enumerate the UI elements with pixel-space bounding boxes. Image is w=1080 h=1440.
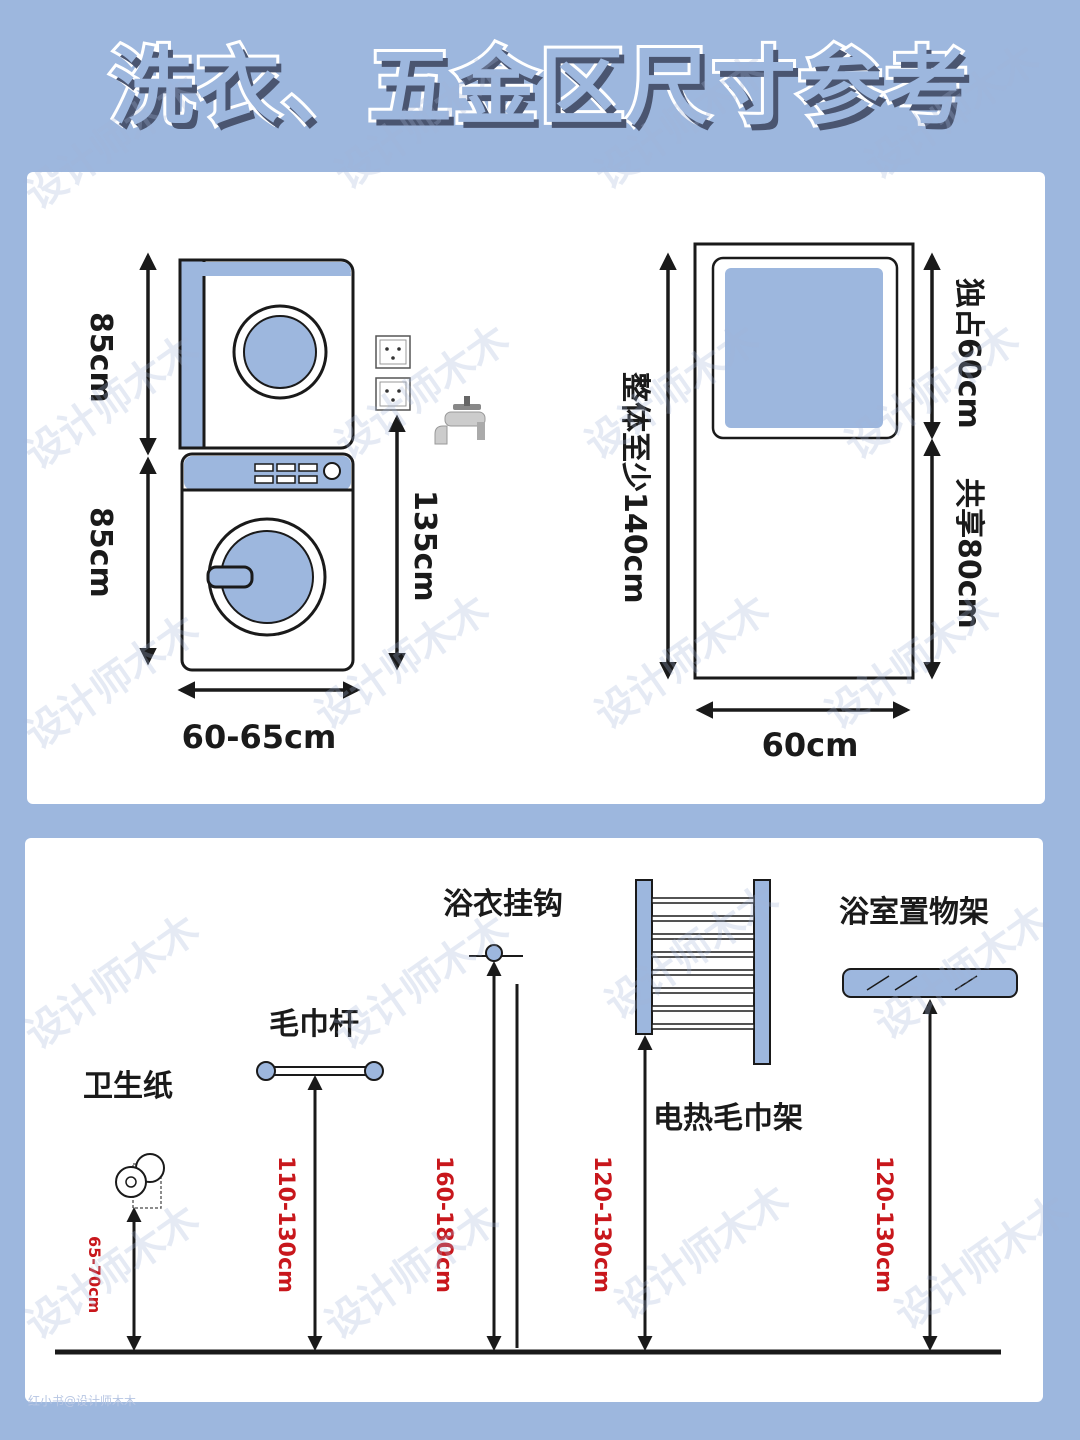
toilet-paper-height: 65-70cm bbox=[85, 1236, 104, 1313]
credit-text: 红小书@设计师木木 bbox=[28, 1394, 137, 1408]
robe-hook-label: 浴衣挂钩 bbox=[443, 887, 563, 922]
hardware-panel: 卫生纸 毛巾杆 浴衣挂钩 电热毛巾架 浴室置物架 65-70cm 110-130… bbox=[25, 838, 1043, 1402]
robe-hook-height: 160-180cm bbox=[431, 1156, 456, 1293]
page-title: 洗衣、五金区尺寸参考 bbox=[107, 35, 971, 139]
robe-hook-icon bbox=[469, 944, 523, 962]
cabinet-shared-label: 共享80cm bbox=[951, 478, 986, 629]
dryer-icon bbox=[178, 258, 355, 450]
toilet-paper-icon bbox=[115, 1153, 165, 1209]
dimension-lines bbox=[139, 252, 941, 719]
lower-height-label: 85cm bbox=[83, 507, 118, 598]
laundry-diagram: 85cm 85cm 135cm 整体至少140cm 独占60cm 共享80cm … bbox=[83, 242, 986, 764]
cabinet-total-label: 整体至少140cm bbox=[617, 372, 652, 604]
laundry-panel: 85cm 85cm 135cm 整体至少140cm 独占60cm 共享80cm … bbox=[27, 172, 1045, 804]
washing-machine-icon bbox=[180, 452, 355, 672]
faucet-icon bbox=[434, 396, 486, 445]
cabinet-exclusive-label: 独占60cm bbox=[951, 278, 986, 429]
hardware-diagram: 卫生纸 毛巾杆 浴衣挂钩 电热毛巾架 浴室置物架 65-70cm 110-130… bbox=[55, 879, 1018, 1355]
bathroom-shelf-icon bbox=[842, 968, 1018, 998]
heated-rack-height: 120-130cm bbox=[589, 1156, 614, 1293]
power-outlet-icon bbox=[375, 335, 411, 411]
outlet-height-label: 135cm bbox=[407, 490, 442, 602]
towel-bar-label: 毛巾杆 bbox=[269, 1007, 359, 1042]
towel-bar-height: 110-130cm bbox=[273, 1156, 298, 1293]
toilet-paper-label: 卫生纸 bbox=[83, 1069, 173, 1104]
shelf-label: 浴室置物架 bbox=[839, 895, 989, 930]
laundry-width-label: 60-65cm bbox=[182, 718, 337, 756]
towel-bar-icon bbox=[256, 1061, 384, 1081]
heated-towel-rack-icon bbox=[635, 879, 771, 1065]
laundry-cabinet-icon bbox=[693, 242, 915, 680]
upper-height-label: 85cm bbox=[83, 312, 118, 403]
cabinet-width-label: 60cm bbox=[762, 726, 859, 764]
heated-rack-label: 电热毛巾架 bbox=[653, 1101, 803, 1136]
shelf-height: 120-130cm bbox=[871, 1156, 896, 1293]
